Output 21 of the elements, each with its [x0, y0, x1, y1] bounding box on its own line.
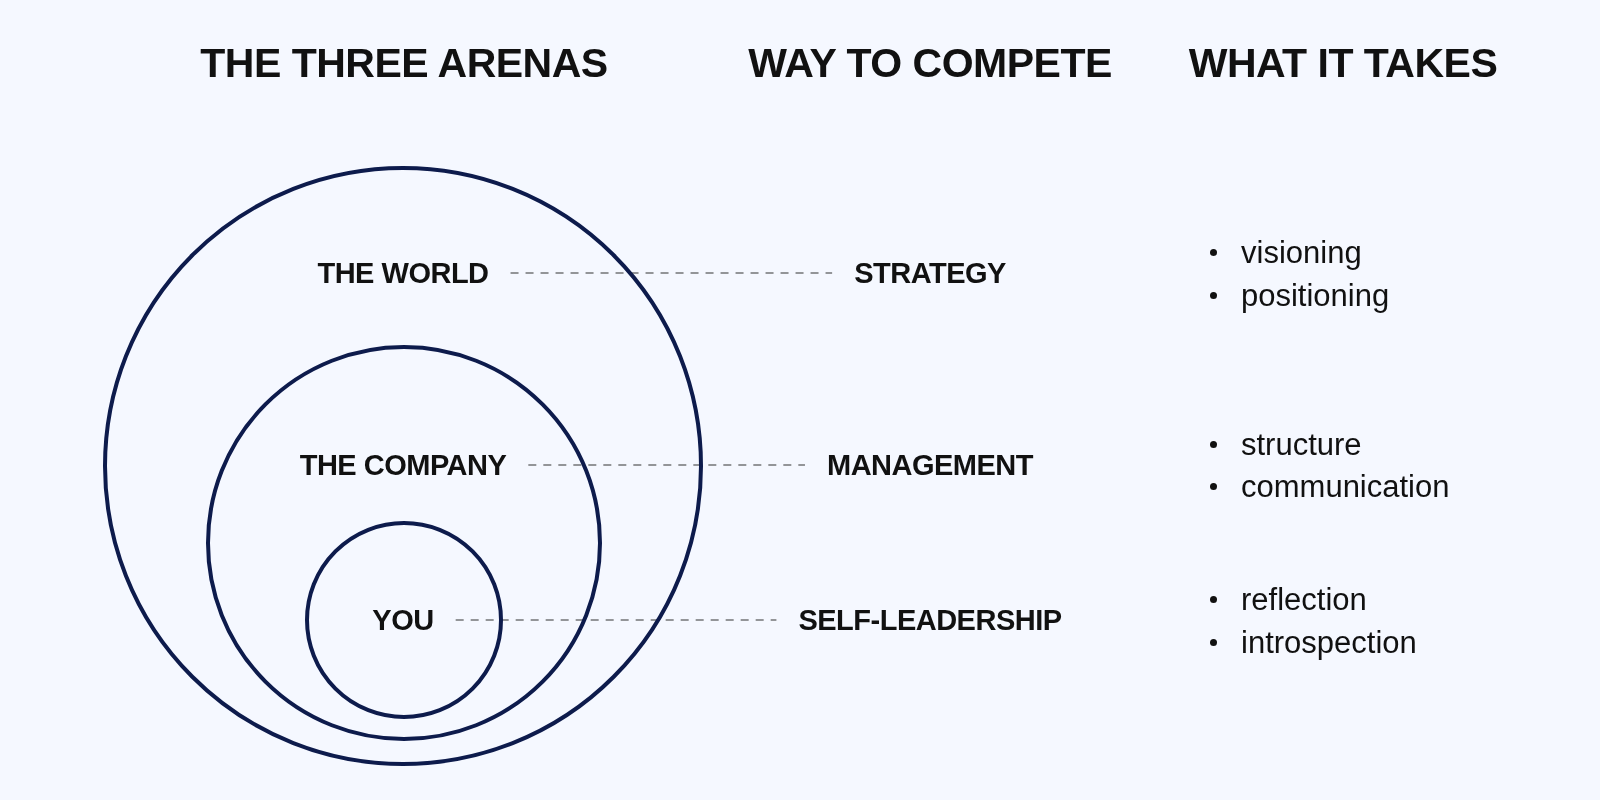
column-heading: WHAT IT TAKES: [1188, 39, 1498, 87]
leader-line: [527, 464, 806, 466]
arena-label: THE COMPANY: [299, 448, 507, 482]
arena-circle: [305, 521, 503, 719]
leader-line: [455, 619, 777, 621]
competition-label: STRATEGY: [854, 256, 1006, 290]
column-heading: THE THREE ARENAS: [200, 39, 608, 87]
arena-circle: [206, 345, 602, 741]
arena-label: THE WORLD: [317, 256, 489, 290]
competition-label: SELF-LEADERSHIP: [798, 603, 1062, 637]
arena-circle: [103, 166, 703, 766]
list-item: communication: [1241, 469, 1450, 505]
list-item: structure: [1241, 427, 1362, 463]
list-item: visioning: [1241, 235, 1362, 271]
list-item: reflection: [1241, 582, 1367, 618]
list-item: introspection: [1241, 625, 1417, 661]
column-heading: WAY TO COMPETE: [748, 39, 1112, 87]
competition-label: MANAGEMENT: [827, 448, 1033, 482]
arena-label: YOU: [372, 603, 434, 637]
list-item: positioning: [1241, 278, 1390, 314]
leader-line: [509, 272, 833, 274]
